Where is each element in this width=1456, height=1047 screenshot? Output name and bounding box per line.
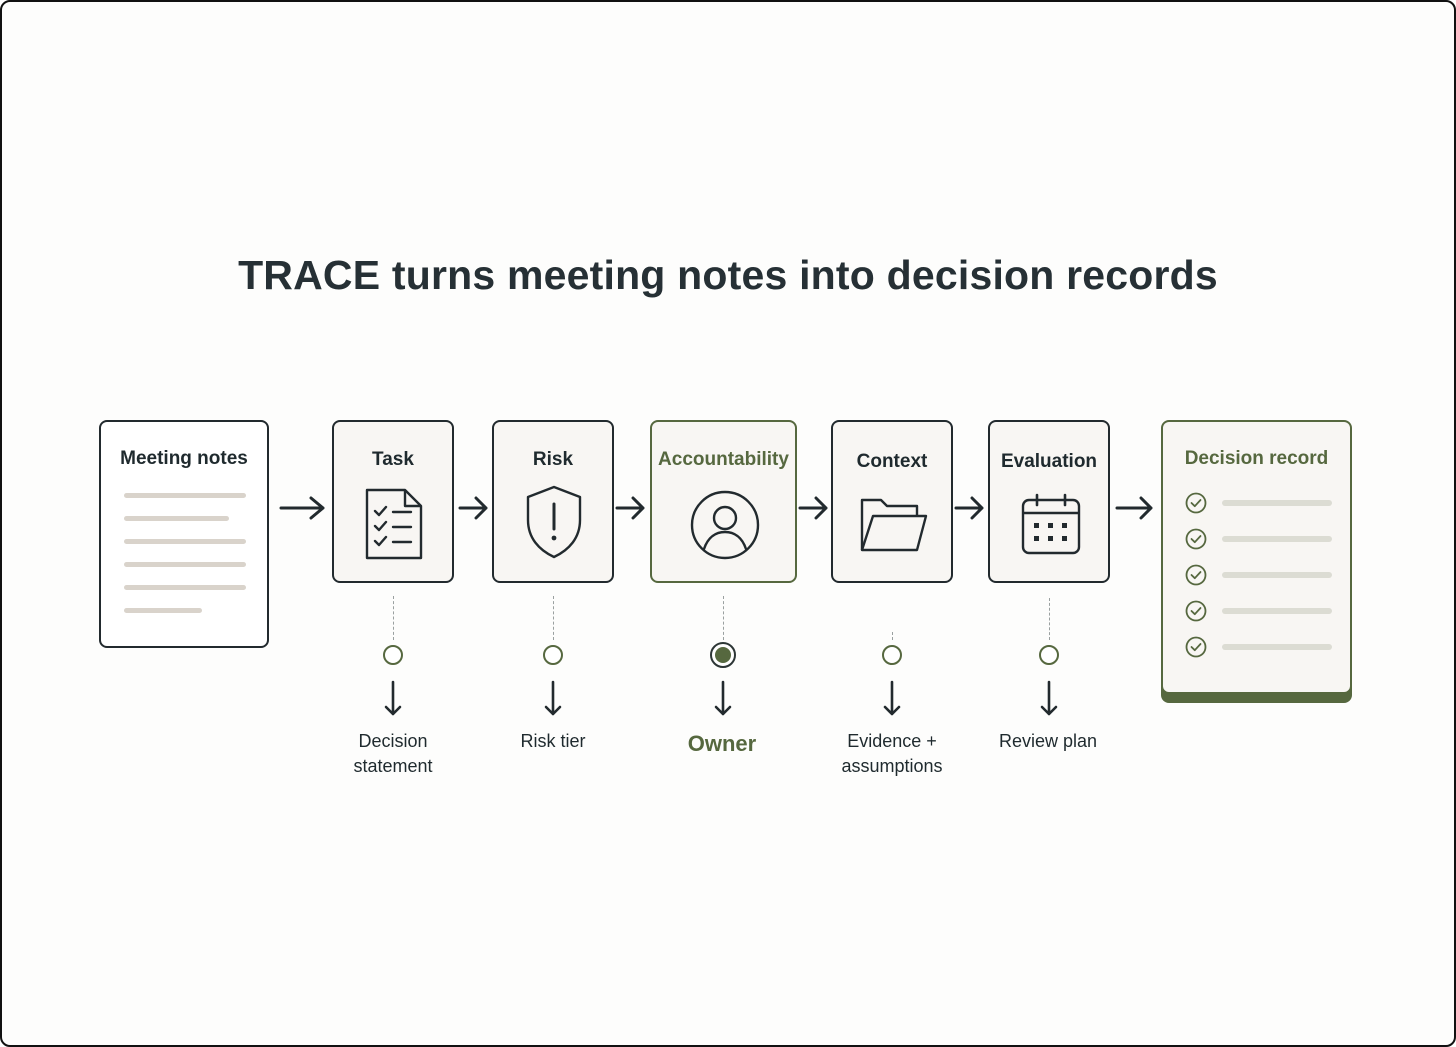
connector-line <box>892 632 893 640</box>
user-icon <box>690 490 760 560</box>
step-label: Context <box>856 451 928 472</box>
connector-node <box>1039 645 1059 665</box>
connector-line <box>1049 598 1050 640</box>
down-arrow-icon <box>883 680 901 716</box>
connector-node <box>882 645 902 665</box>
flow-arrow-icon <box>798 496 828 520</box>
flow-arrow-icon <box>458 496 488 520</box>
step-card-risk: Risk <box>492 420 614 583</box>
notes-line <box>124 562 246 567</box>
connector-line <box>393 596 394 640</box>
record-line <box>1222 500 1332 506</box>
check-circle-icon <box>1185 636 1207 658</box>
output-line: Evidence + <box>847 731 937 751</box>
step-card-accountability: Accountability <box>650 420 797 583</box>
record-line <box>1222 644 1332 650</box>
step-label: Evaluation <box>1000 451 1098 472</box>
flow-arrow-icon <box>615 496 645 520</box>
decision-record-card: Decision record <box>1161 420 1352 694</box>
step-label: Risk <box>532 449 574 470</box>
meeting-notes-label: Meeting notes <box>120 448 248 469</box>
shield-alert-icon <box>526 485 582 559</box>
output-risk-tier: Risk tier <box>483 729 623 754</box>
record-line <box>1222 608 1332 614</box>
check-circle-icon <box>1185 564 1207 586</box>
connector-node-active <box>710 642 736 668</box>
down-arrow-icon <box>384 680 402 716</box>
step-card-context: Context <box>831 420 953 583</box>
notes-line <box>124 539 246 544</box>
meeting-notes-card: Meeting notes <box>99 420 269 648</box>
output-owner: Owner <box>652 731 792 756</box>
flow-arrow-icon <box>954 496 984 520</box>
calendar-icon <box>1021 493 1081 555</box>
flow-arrow-icon <box>1115 496 1153 520</box>
step-label: Task <box>372 449 414 470</box>
step-card-evaluation: Evaluation <box>988 420 1110 583</box>
check-circle-icon <box>1185 528 1207 550</box>
output-line: Risk tier <box>520 731 586 751</box>
connector-node <box>383 645 403 665</box>
notes-line <box>124 585 246 590</box>
down-arrow-icon <box>714 680 732 716</box>
connector-node <box>543 645 563 665</box>
checklist-icon <box>365 488 423 560</box>
diagram-title: TRACE turns meeting notes into decision … <box>238 252 1218 298</box>
output-line: Owner <box>687 731 757 756</box>
record-line <box>1222 572 1332 578</box>
output-decision-statement: Decision statement <box>323 729 463 779</box>
down-arrow-icon <box>1040 680 1058 716</box>
down-arrow-icon <box>544 680 562 716</box>
notes-line <box>124 493 246 498</box>
notes-line <box>124 516 229 521</box>
check-circle-icon <box>1185 600 1207 622</box>
decision-record-label: Decision record <box>1184 448 1329 469</box>
output-review-plan: Review plan <box>978 729 1118 754</box>
output-evidence-assumptions: Evidence + assumptions <box>822 729 962 779</box>
flow-arrow-icon <box>279 496 325 520</box>
folder-icon <box>860 498 928 552</box>
output-line: Review plan <box>998 731 1098 751</box>
step-card-task: Task <box>332 420 454 583</box>
check-circle-icon <box>1185 492 1207 514</box>
output-line: statement <box>353 756 433 776</box>
output-line: Decision <box>358 731 428 751</box>
connector-line <box>553 596 554 640</box>
record-line <box>1222 536 1332 542</box>
output-line: assumptions <box>841 756 943 776</box>
connector-line <box>723 596 724 640</box>
notes-line <box>124 608 202 613</box>
step-label: Accountability <box>658 449 789 470</box>
